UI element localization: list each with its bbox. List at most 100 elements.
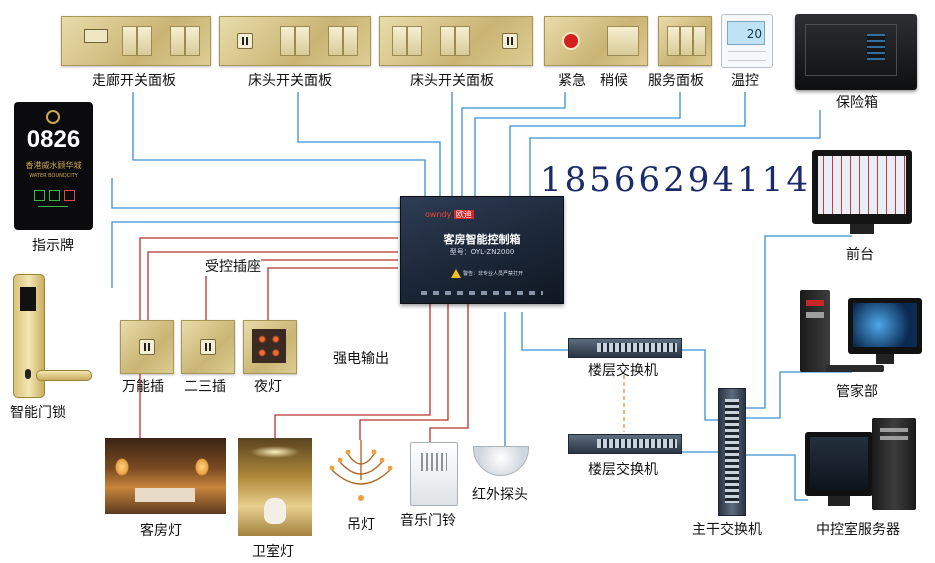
two-three-socket[interactable] — [181, 320, 235, 374]
room-number: 0826 — [26, 126, 81, 153]
ports-icon — [597, 343, 677, 352]
line-universal-socket — [147, 251, 398, 320]
line-smart-lock — [111, 221, 405, 288]
controller-warning: 警告：非专业人员严禁打开 — [463, 271, 524, 277]
emergency-button-icon — [562, 32, 580, 50]
socket-icon — [139, 339, 155, 355]
music-doorbell[interactable] — [410, 442, 458, 506]
speaker-grille-icon — [421, 453, 447, 471]
line-bathroom-light — [274, 302, 431, 440]
line-front-desk — [740, 235, 852, 409]
indicator-sign[interactable]: 0826 香港威水顾华城 WATER BOUNDCITY — [14, 102, 93, 230]
controlled-socket-label: 受控插座 — [205, 256, 261, 276]
bathroom-light-label: 卫室灯 — [252, 544, 294, 560]
line-night-light — [267, 267, 398, 320]
hotel-name-en: WATER BOUNDCITY — [29, 173, 78, 179]
core-switch-label: 主干交换机 — [692, 522, 762, 538]
contact-phone: 18566294114 王 — [540, 160, 862, 200]
room-control-box[interactable]: owndy 欧迪 客房智能控制箱 型号：OYL-ZN2000 警告：非专业人员严… — [400, 196, 564, 304]
keypad-icon — [867, 34, 885, 60]
power-output-label: 强电输出 — [333, 351, 389, 367]
night-light[interactable] — [243, 320, 297, 374]
core-switch[interactable] — [718, 388, 746, 516]
housekeeping-monitor[interactable] — [848, 298, 922, 354]
corridor-panel-label: 走廊开关面板 — [92, 73, 176, 89]
bedside-panel-2-label: 床头开关面板 — [410, 73, 494, 89]
wait-label: 稍候 — [600, 73, 628, 89]
line-indicator — [111, 178, 412, 209]
line-doorbell — [429, 302, 469, 442]
thermostat-screen: 20 — [727, 21, 765, 45]
two-three-socket-label: 二三插 — [184, 379, 226, 395]
thermostat-buttons — [728, 51, 766, 61]
card-slot-icon — [84, 29, 108, 43]
bedside-switch-panel-1[interactable] — [219, 16, 371, 66]
floor-switch-2[interactable] — [568, 434, 682, 454]
floor-switch-1[interactable] — [568, 338, 682, 358]
universal-socket-label: 万能插 — [122, 379, 164, 395]
server-monitor[interactable] — [805, 432, 873, 496]
housekeeping-label: 管家部 — [836, 384, 878, 400]
monitor-screen — [818, 156, 906, 214]
controller-model: 型号：OYL-ZN2000 — [449, 248, 515, 256]
monitor-screen — [810, 437, 868, 489]
room-light-label: 客房灯 — [140, 523, 182, 539]
keyhole-icon — [25, 369, 31, 379]
line-floor1-core — [680, 349, 730, 421]
chandelier-icon — [329, 440, 393, 501]
service-panel[interactable] — [658, 16, 712, 66]
thermostat-label: 温控 — [731, 73, 759, 89]
indicator-label: 指示牌 — [32, 238, 74, 254]
front-desk-monitor[interactable] — [812, 150, 912, 224]
corridor-switch-panel[interactable] — [61, 16, 211, 66]
hotel-name: 香港威水顾华城 — [25, 161, 82, 170]
night-light-label: 夜灯 — [254, 379, 282, 395]
bedside-switch-panel-2[interactable] — [379, 16, 533, 66]
line-bedside-panel-1 — [297, 92, 441, 196]
keyboard[interactable] — [826, 365, 884, 372]
server-label: 中控室服务器 — [816, 522, 900, 538]
thermostat-device[interactable]: 20 — [721, 14, 773, 68]
lock-display — [20, 287, 36, 311]
smart-lock-label: 智能门锁 — [10, 405, 66, 421]
brand-logo: owndy 欧迪 — [425, 210, 474, 219]
line-emergency — [461, 92, 566, 196]
line-service-panel — [474, 92, 681, 196]
chandelier-label: 吊灯 — [347, 517, 375, 533]
door-handle[interactable] — [36, 370, 92, 381]
bedside-panel-1-label: 床头开关面板 — [248, 73, 332, 89]
socket-icon — [200, 339, 216, 355]
universal-socket[interactable] — [120, 320, 174, 374]
ir-sensor-label: 红外探头 — [472, 487, 528, 503]
bathroom-light-photo — [238, 438, 312, 536]
server-tower[interactable] — [872, 418, 916, 510]
socket-icon — [502, 33, 518, 49]
service-panel-label: 服务面板 — [648, 73, 704, 89]
warning-icon — [451, 269, 461, 278]
emergency-wait-panel[interactable] — [544, 16, 648, 66]
line-thermostat — [509, 92, 746, 196]
safe-device[interactable] — [795, 14, 917, 90]
line-corridor-panel — [132, 92, 426, 196]
logo-icon — [46, 110, 60, 124]
housekeeping-tower[interactable] — [800, 290, 830, 372]
monitor-screen — [853, 303, 917, 347]
safe-label: 保险箱 — [836, 95, 878, 111]
room-light-photo — [105, 438, 226, 514]
night-light-icon — [252, 329, 286, 363]
doorbell-label: 音乐门铃 — [400, 513, 456, 529]
floor-switch-2-label: 楼层交换机 — [588, 462, 658, 478]
status-lights — [34, 190, 75, 201]
line-safe — [529, 110, 821, 196]
floor-switch-1-label: 楼层交换机 — [588, 363, 658, 379]
ports-icon — [725, 399, 739, 503]
socket-icon — [237, 33, 253, 49]
line-chandelier — [359, 302, 449, 440]
line-floor-switch — [521, 312, 568, 351]
line-housekeeping — [745, 371, 852, 419]
emergency-label: 紧急 — [558, 73, 586, 89]
front-desk-label: 前台 — [846, 247, 874, 263]
controller-title: 客房智能控制箱 — [443, 233, 521, 246]
ports-icon — [597, 439, 677, 448]
